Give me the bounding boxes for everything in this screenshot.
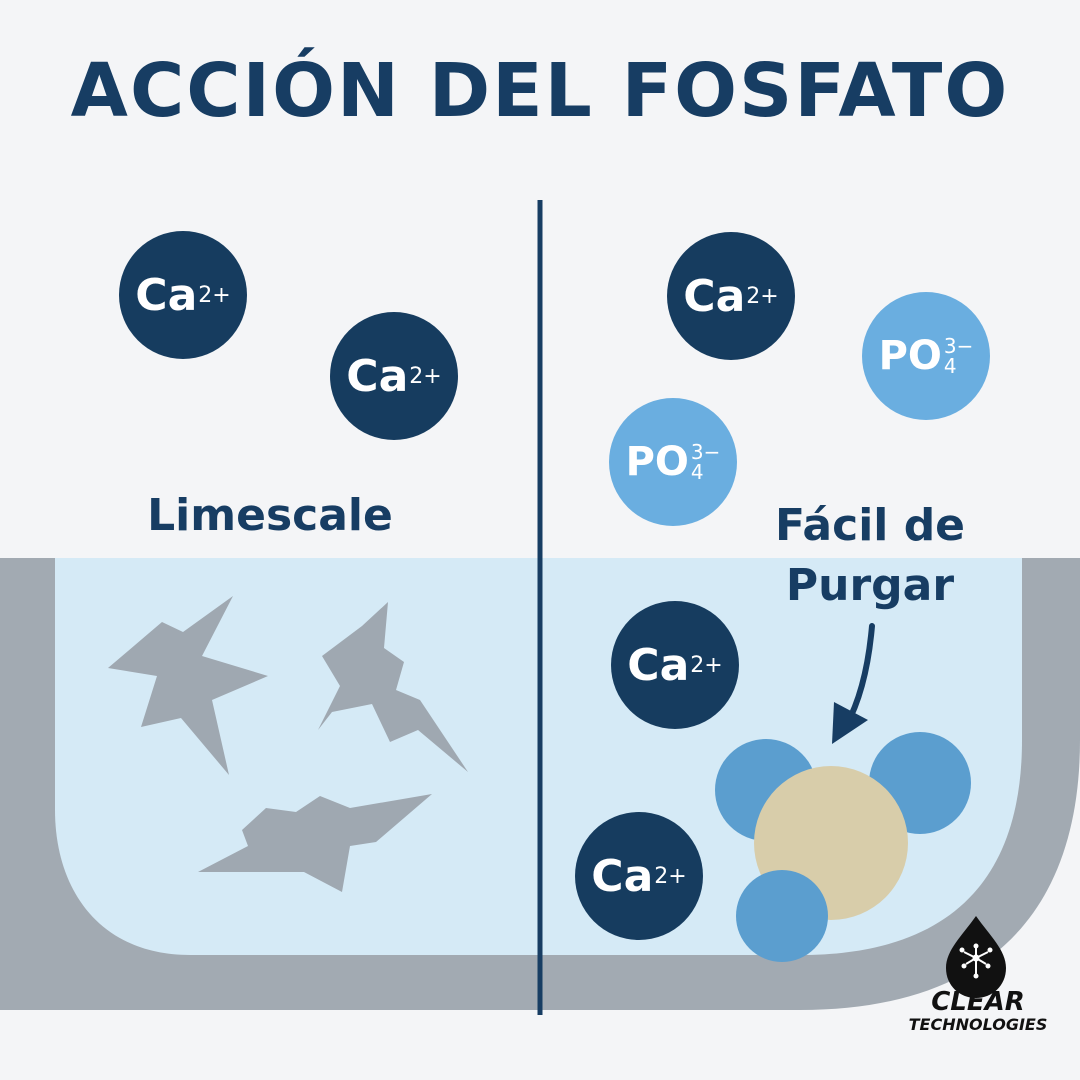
brand-logo: CLEAR TECHNOLOGIES [898,912,1058,1034]
easy-purge-label: Fácil de Purgar [745,496,995,616]
easy-purge-line2: Purgar [785,560,955,611]
brand-subtitle: TECHNOLOGIES [908,1015,1048,1034]
limescale-crystal-1 [108,596,268,775]
limescale-label: Limescale [147,490,393,541]
page-title: ACCIÓN DEL FOSFATO [70,48,1010,134]
phosphate-ion: PO 3−4 [609,398,737,526]
droplet-network-icon [946,916,1006,998]
brand-name: CLEAR [931,987,1025,1017]
arrow-head [832,702,868,744]
limescale-crystal-3 [198,794,432,892]
phosphate-ion: PO 3−4 [862,292,990,420]
complex-phosphate-bottom [736,870,828,962]
easy-purge-line1: Fácil de [774,500,966,551]
limescale-crystal-2 [318,602,468,772]
